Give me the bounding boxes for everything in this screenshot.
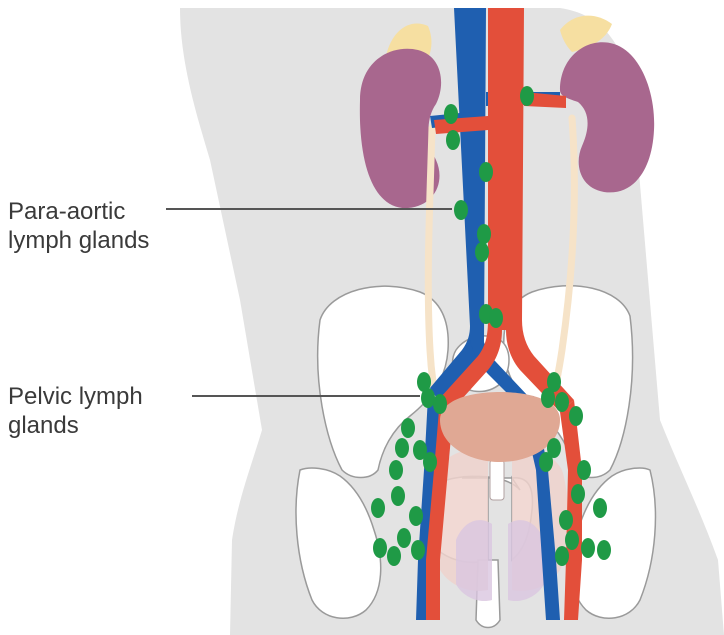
para-aortic-node <box>489 308 503 328</box>
pelvic-node <box>577 460 591 480</box>
pelvic-node <box>433 394 447 414</box>
para-aortic-node <box>520 86 534 106</box>
pelvic-node <box>411 540 425 560</box>
pelvic-node <box>401 418 415 438</box>
para-aortic-node <box>475 242 489 262</box>
pelvic-node <box>387 546 401 566</box>
pelvic-node <box>409 506 423 526</box>
para-aortic-node <box>477 224 491 244</box>
para-aortic-label-line1: Para-aortic <box>8 197 149 226</box>
pelvic-node <box>555 392 569 412</box>
pelvic-node <box>571 484 585 504</box>
pelvic-label-line2: glands <box>8 411 143 440</box>
pelvic-label: Pelvic lymph glands <box>8 382 143 440</box>
pelvic-node <box>373 538 387 558</box>
pelvic-node <box>597 540 611 560</box>
para-aortic-label-line2: lymph glands <box>8 226 149 255</box>
pelvic-node <box>397 528 411 548</box>
pelvic-node <box>593 498 607 518</box>
pelvic-node <box>391 486 405 506</box>
para-aortic-label: Para-aortic lymph glands <box>8 197 149 255</box>
pelvic-node <box>555 546 569 566</box>
pelvic-node <box>421 388 435 408</box>
pelvic-node <box>395 438 409 458</box>
pelvic-node <box>371 498 385 518</box>
para-aortic-node <box>446 130 460 150</box>
pelvic-node <box>569 406 583 426</box>
pelvic-node <box>423 452 437 472</box>
pelvic-node <box>539 452 553 472</box>
pelvic-node <box>581 538 595 558</box>
para-aortic-node <box>454 200 468 220</box>
pelvic-label-line1: Pelvic lymph <box>8 382 143 411</box>
pelvic-node <box>565 530 579 550</box>
para-aortic-node <box>479 162 493 182</box>
pelvic-node <box>541 388 555 408</box>
pelvic-node <box>389 460 403 480</box>
para-aortic-node <box>444 104 458 124</box>
pelvic-node <box>559 510 573 530</box>
